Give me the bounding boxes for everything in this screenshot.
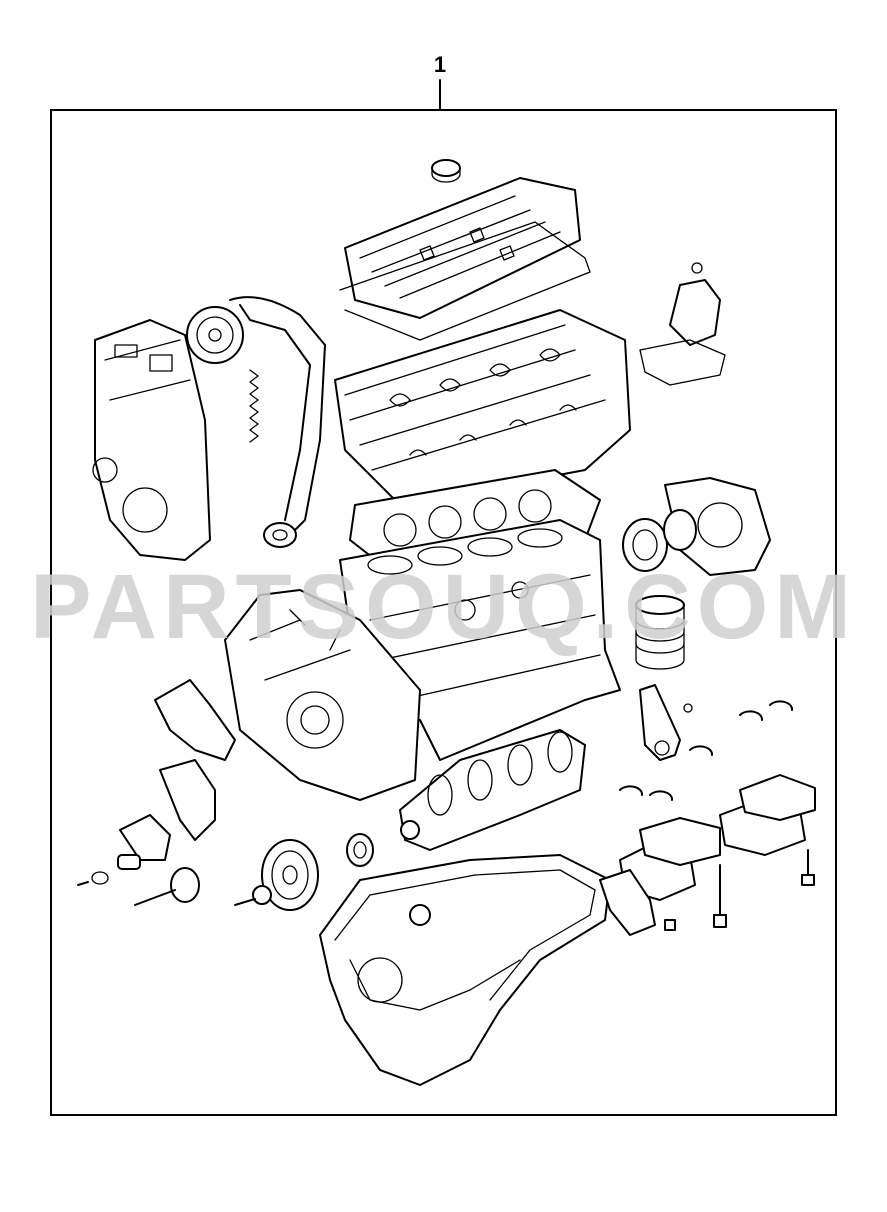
crankshaft-pulley [234,839,319,911]
diagram-frame [50,109,837,1116]
main-bearing-caps [619,774,816,901]
part-callout-number: 1 [433,52,447,77]
oil-pan [319,854,611,1086]
front-cover [224,589,421,801]
timing-belt-cover [92,319,211,561]
cap-bolts [664,849,815,931]
cylinder-head [334,309,631,506]
side-bracket [599,869,656,936]
piston-with-rings [635,595,685,670]
oil-seal [622,509,697,572]
tensioner-pulley [263,522,297,548]
connecting-rod [639,684,693,761]
bearing-shells [619,700,794,801]
camshaft-sprocket [186,306,244,364]
crankshaft [399,729,586,851]
valve-cover-gasket [339,221,591,341]
thermostat-housing [639,262,726,386]
timing-belt [229,296,326,536]
mount-bushings [77,854,200,906]
engine-mount-bracket [119,679,236,861]
valve-cover [344,177,581,319]
tensioner-spring [249,369,259,443]
crankshaft-sprocket [346,833,374,867]
rear-seal-retainer [664,477,771,576]
oil-filler-cap [431,159,461,183]
